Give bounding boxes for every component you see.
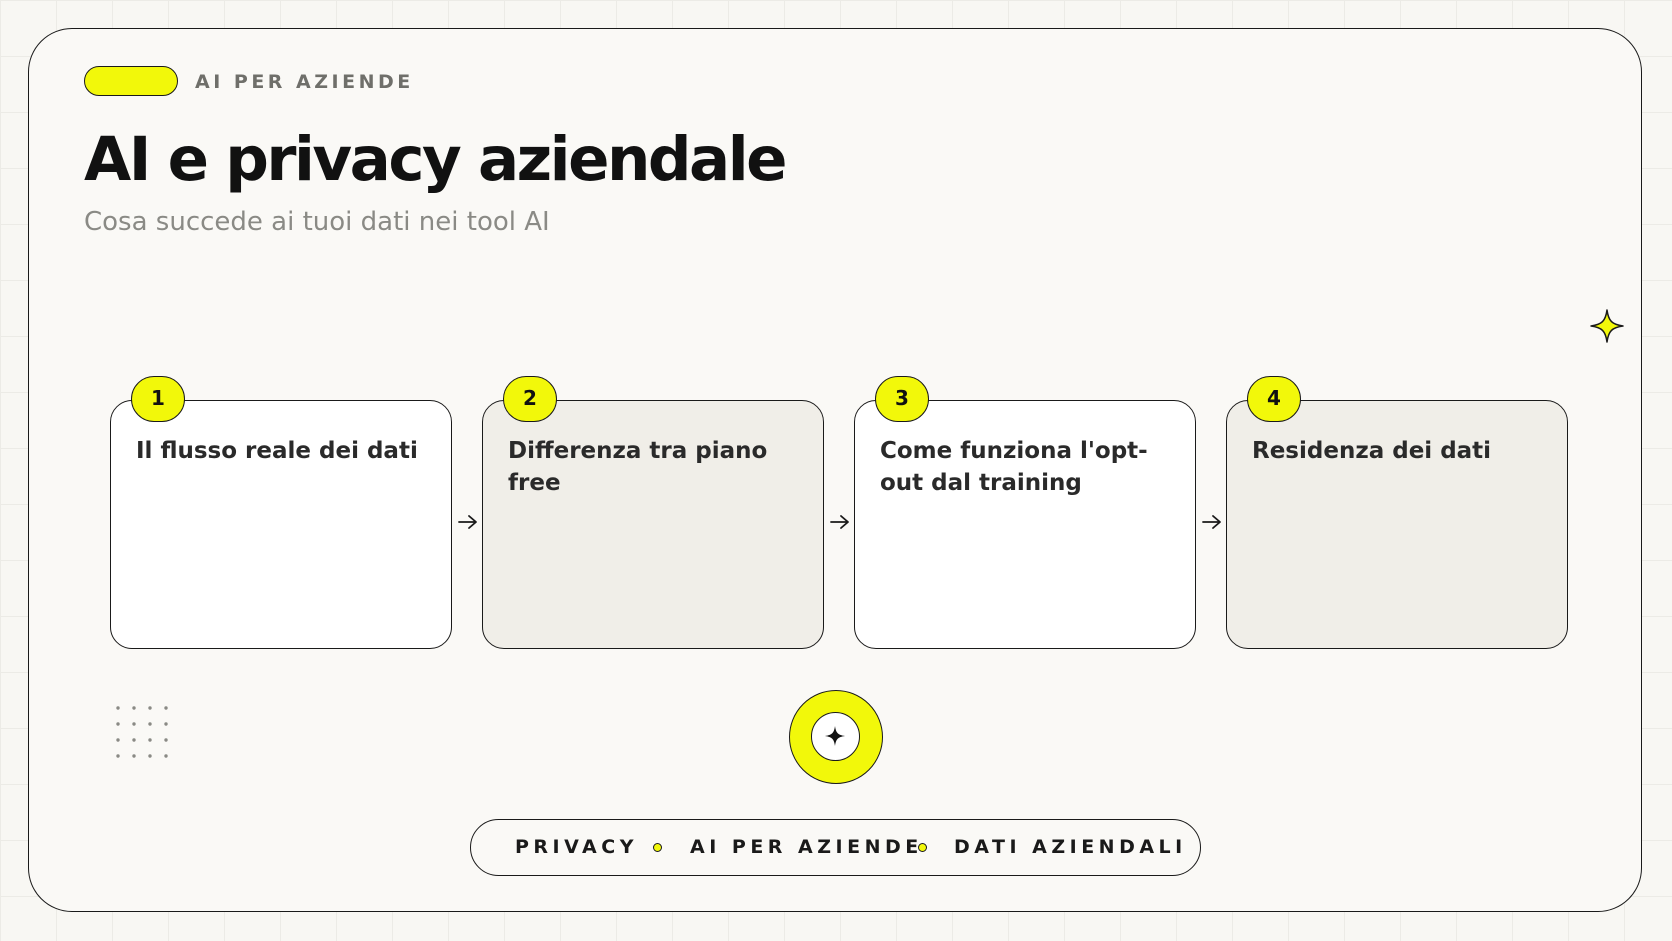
page-title: AI e privacy aziendale [84, 124, 787, 195]
arrow-right-icon [458, 515, 477, 529]
sparkle-icon [825, 726, 845, 746]
tag-ai-per-aziende: AI PER AZIENDE [690, 836, 923, 858]
sparkle-icon [1590, 309, 1624, 343]
tag-separator-dot [918, 843, 927, 852]
step-card-1: 1 Il flusso reale dei dati [110, 376, 452, 649]
tag-strip: PRIVACY AI PER AZIENDE DATI AZIENDALI [470, 819, 1201, 876]
dot-grid-decoration [116, 706, 168, 758]
step-card-3: 3 Come funziona l'opt-out dal training [854, 376, 1196, 649]
tag-separator-dot [653, 843, 662, 852]
step-number-badge: 1 [131, 376, 185, 422]
step-number-badge: 4 [1247, 376, 1301, 422]
step-number-badge: 3 [875, 376, 929, 422]
center-sparkle-badge [789, 690, 883, 784]
page-subtitle: Cosa succede ai tuoi dati nei tool AI [84, 207, 550, 237]
step-label: Differenza tra piano free [508, 438, 768, 496]
step-label: Residenza dei dati [1252, 438, 1492, 464]
tag-privacy: PRIVACY [515, 836, 638, 858]
step-label: Il flusso reale dei dati [136, 438, 418, 464]
step-card-4: 4 Residenza dei dati [1226, 376, 1568, 649]
eyebrow-label: AI PER AZIENDE [195, 71, 414, 93]
eyebrow-pill [84, 66, 178, 96]
step-card-2: 2 Differenza tra piano free [482, 376, 824, 649]
step-label: Come funziona l'opt-out dal training [880, 438, 1148, 496]
arrow-right-icon [1202, 515, 1221, 529]
step-number-badge: 2 [503, 376, 557, 422]
tag-dati-aziendali: DATI AZIENDALI [954, 836, 1187, 858]
arrow-right-icon [830, 515, 849, 529]
center-badge-inner [811, 712, 860, 761]
